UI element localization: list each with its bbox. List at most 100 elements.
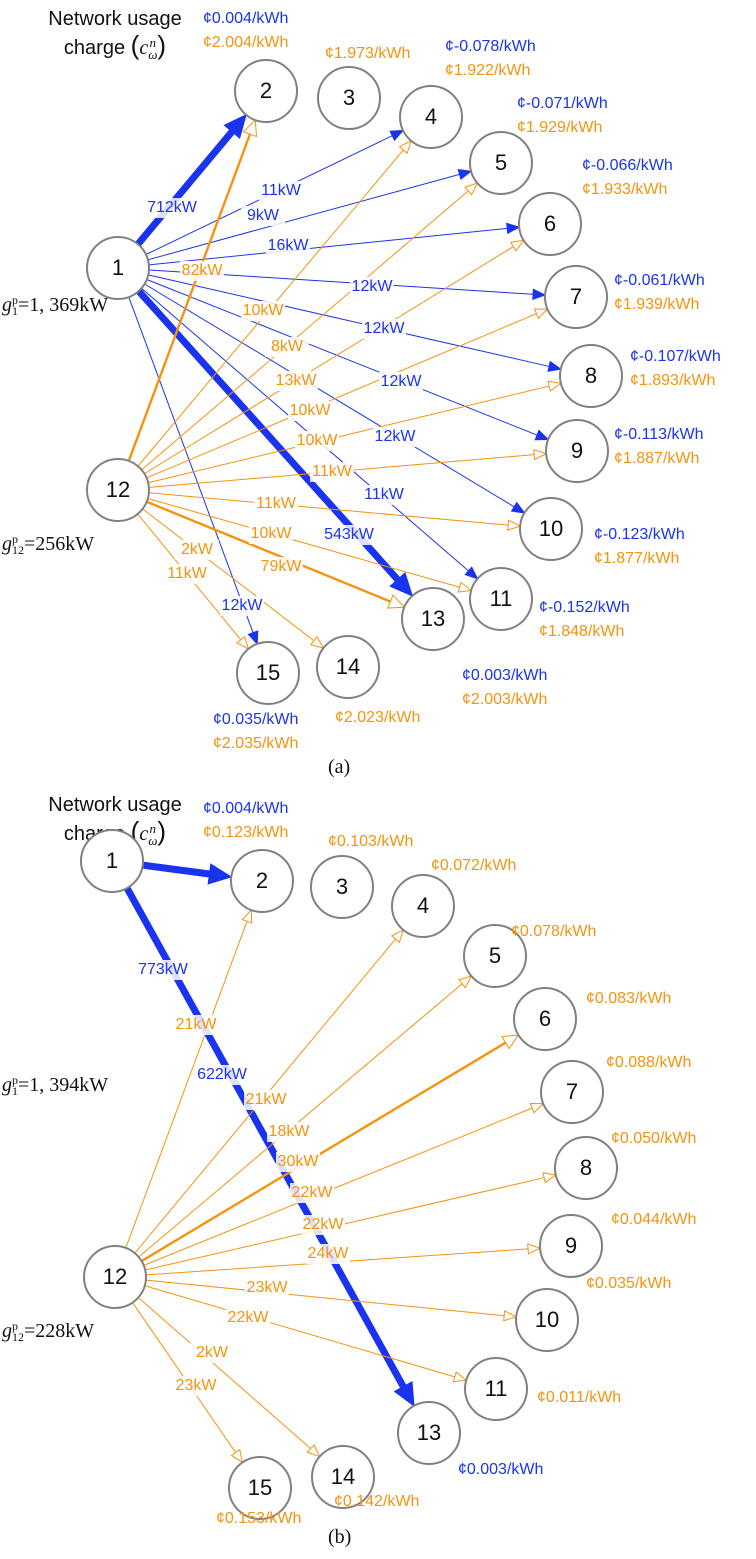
flow-label-12-10: 23kW: [247, 1279, 289, 1296]
charge-blue-node-15: ¢0.035/kWh: [213, 711, 298, 728]
node-3: 3: [317, 66, 381, 130]
flow-arrowhead-12-6: [509, 239, 525, 252]
node-circle: [83, 1245, 147, 1309]
flow-label-1-6: 16kW: [268, 237, 310, 254]
node-6: 6: [513, 987, 577, 1051]
flow-arrowhead-12-2: [242, 118, 258, 138]
flow-arrowhead-1-6: [506, 222, 521, 235]
flow-label-1-11: 11kW: [364, 486, 405, 503]
charge-labels: ¢0.004/kWh¢0.123/kWh¢0.103/kWh¢0.072/kWh…: [203, 800, 696, 1527]
charge-labels: ¢0.004/kWh¢2.004/kWh¢1.973/kWh¢-0.078/kW…: [203, 10, 721, 752]
flow-label-12-2: 21kW: [176, 1016, 218, 1033]
node-label: 14: [331, 1464, 355, 1489]
node-2: 2: [234, 59, 298, 123]
flow-label-12-5: 8kW: [271, 338, 304, 355]
node-label: 3: [343, 85, 355, 110]
node-circle: [86, 458, 150, 522]
flow-line-12-6: [140, 1041, 507, 1263]
node-7: 7: [544, 265, 608, 329]
flow-labels: 712kW11kW9kW16kW12kW12kW12kW12kW11kW543k…: [147, 181, 423, 616]
header-symbol-sub: ω: [148, 833, 158, 849]
charge-blue-node-2: ¢0.004/kWh: [203, 800, 288, 817]
node-label: 5: [495, 150, 507, 175]
node-label: 10: [539, 516, 563, 541]
flow-line-12-11: [147, 498, 460, 588]
flow-arrowhead-12-6: [501, 1034, 520, 1050]
flow-label-12-10: 11kW: [256, 495, 297, 512]
flow-label-bg: [327, 525, 371, 545]
flow-line-12-13: [146, 500, 391, 603]
node-label: 2: [256, 868, 268, 893]
flow-label-bg: [200, 1065, 244, 1085]
gen-sub: 12: [12, 543, 24, 558]
gen-symbol: g: [2, 1320, 12, 1342]
node-label: 5: [489, 943, 501, 968]
flow-label-bg: [362, 485, 406, 505]
caption-a: (a): [328, 756, 351, 778]
flow-arrowhead-12-8: [542, 1172, 558, 1184]
flow-line-12-2: [125, 921, 248, 1249]
flow-label-bg: [241, 206, 285, 226]
flow-arrowhead-1-2: [207, 863, 233, 885]
flow-arrowhead-12-15: [230, 1448, 244, 1464]
flow-label-bg: [274, 371, 318, 391]
node-label: 11: [490, 586, 513, 611]
flow-arrowhead-12-11: [457, 581, 473, 593]
flow-line-12-2: [127, 133, 252, 462]
flow-line-12-10: [148, 492, 509, 526]
node-circle: [469, 567, 533, 631]
flow-label-1-10: 12kW: [375, 428, 417, 445]
flow-label-12-4: 21kW: [246, 1091, 288, 1108]
charge-orange-node-4: ¢1.922/kWh: [445, 62, 530, 79]
gen-sup: p: [12, 1073, 18, 1088]
flow-label-bg: [301, 1215, 345, 1235]
flow-arrowhead-12-10: [503, 1309, 518, 1322]
charge-blue-node-2: ¢0.004/kWh: [203, 10, 288, 27]
node-circle: [515, 1288, 579, 1352]
flow-label-12-8: 22kW: [303, 1216, 345, 1233]
flow-line-1-10: [144, 283, 515, 508]
gen-value: =256kW: [24, 533, 95, 555]
node-circle: [230, 849, 294, 913]
flow-arrowhead-1-9: [534, 429, 550, 441]
flow-label-1-9: 12kW: [381, 373, 423, 390]
charge-orange-node-14: ¢2.023/kWh: [335, 709, 420, 726]
flow-label-12-15: 11kW: [167, 565, 208, 582]
node-circle: [228, 1456, 292, 1520]
charge-orange-node-10: ¢0.035/kWh: [586, 1275, 671, 1292]
flow-label-1-2: 712kW: [147, 199, 198, 216]
node-13: 13: [397, 1401, 461, 1465]
node-8: 8: [559, 344, 623, 408]
flow-label-bg: [244, 1090, 288, 1110]
node-label: 4: [425, 104, 437, 129]
flow-label-bg: [245, 1278, 289, 1298]
flow-label-1-5: 9kW: [247, 207, 280, 224]
charge-orange-node-11: ¢1.848/kWh: [539, 623, 624, 640]
node-label: 9: [565, 1233, 577, 1258]
flow-arrowhead-1-4: [389, 129, 405, 142]
flow-arrowhead-12-4: [398, 139, 412, 155]
flow-label-bg: [295, 431, 339, 451]
node-circle: [554, 1136, 618, 1200]
flow-line-1-11: [141, 287, 469, 572]
node-circle: [86, 236, 150, 300]
flow-label-bg: [220, 596, 264, 616]
node-circle: [518, 192, 582, 256]
node-circle: [519, 497, 583, 561]
node-circle: [80, 829, 144, 893]
charge-orange-node-8: ¢1.893/kWh: [630, 372, 715, 389]
flow-arrowhead-1-13: [389, 571, 414, 597]
flow-label-bg: [259, 557, 303, 577]
node-4: 4: [399, 85, 463, 149]
charge-orange-node-7: ¢1.939/kWh: [614, 296, 699, 313]
charge-blue-node-13: ¢0.003/kWh: [458, 1461, 543, 1478]
node-circle: [469, 131, 533, 195]
flow-arrowhead-1-8: [547, 360, 563, 372]
flow-label-12-6: 30kW: [278, 1153, 320, 1170]
flow-arrowhead-12-11: [452, 1371, 468, 1383]
node-circle: [317, 66, 381, 130]
charge-orange-node-3: ¢0.103/kWh: [328, 833, 413, 850]
node-label: 8: [580, 1155, 592, 1180]
